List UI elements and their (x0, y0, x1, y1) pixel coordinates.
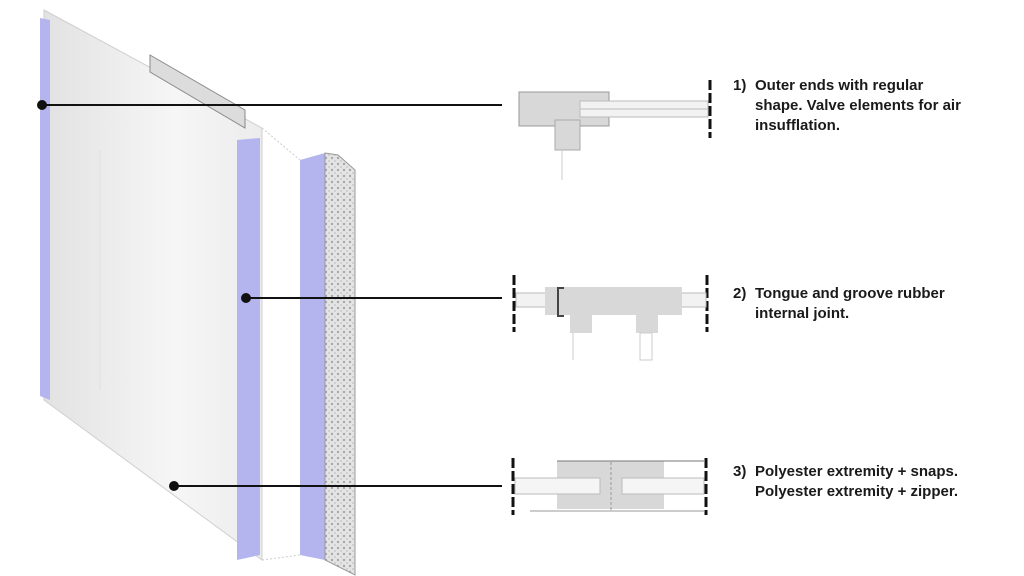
callout-3-number: 3) (733, 463, 747, 480)
leader-lines (37, 100, 502, 491)
callout-3: 3) Polyester extremity + snaps. Polyeste… (733, 462, 958, 502)
outer-layer-panel (261, 127, 356, 576)
callout-3-text: Polyester extremity + snaps. Polyester e… (755, 463, 959, 500)
callout-1: 1) Outer ends with regular shape. Valve … (733, 76, 961, 136)
detail-3-section (511, 458, 708, 515)
detail-2-section (512, 275, 709, 361)
callout-2: 2) Tongue and groove rubber internal joi… (733, 284, 945, 324)
main-panel (40, 9, 263, 561)
callout-1-number: 1) (733, 77, 747, 94)
callout-2-text: Tongue and groove rubber internal joint. (755, 285, 945, 322)
callout-1-text: Outer ends with regular shape. Valve ele… (755, 77, 961, 134)
detail-1-section (518, 80, 712, 180)
callout-2-number: 2) (733, 285, 747, 302)
